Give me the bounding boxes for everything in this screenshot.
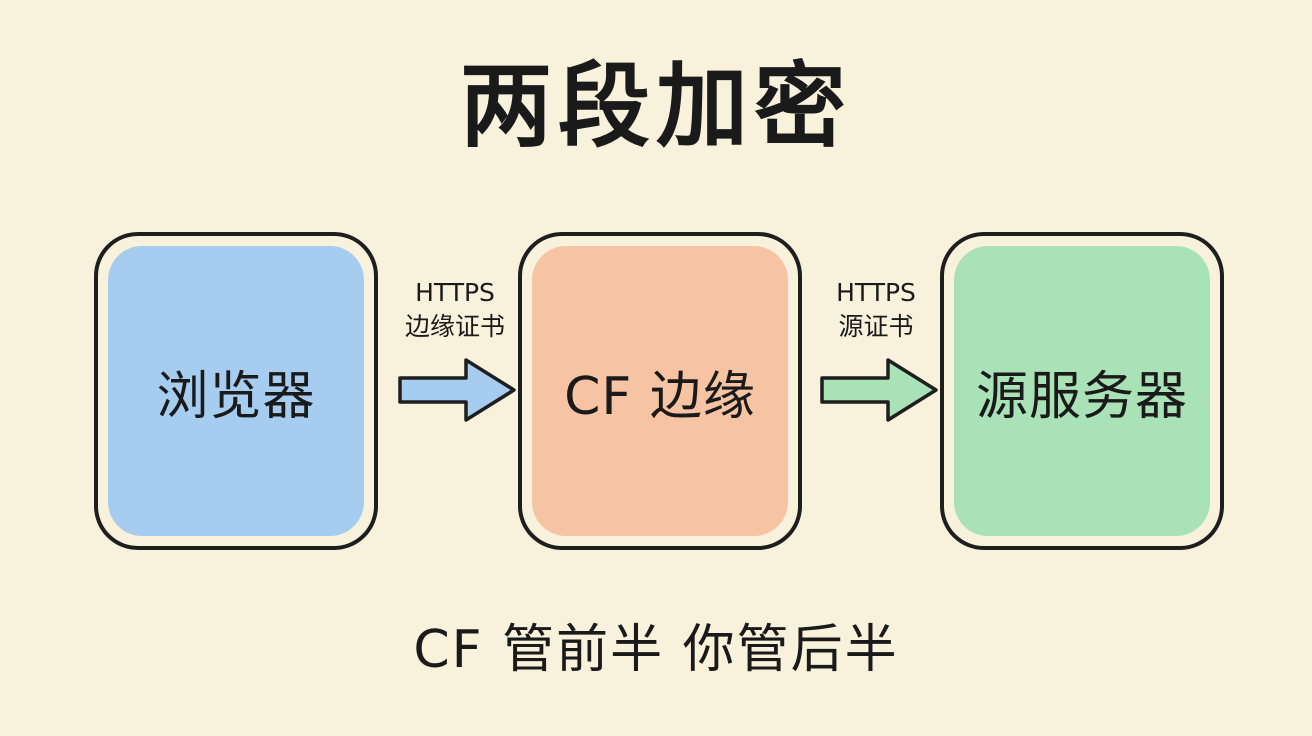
origin-server-node: 源服务器	[940, 232, 1224, 550]
right-arrow-icon	[820, 358, 938, 422]
arrow-1-shape	[398, 358, 516, 422]
right-arrow-icon	[398, 358, 516, 422]
browser-edge-connection-label: HTTPS 边缘证书	[385, 276, 525, 344]
browser-edge-protocol: HTTPS	[415, 278, 495, 307]
diagram-caption: CF 管前半 你管后半	[413, 620, 899, 680]
cf-edge-node: CF 边缘	[518, 232, 802, 550]
edge-origin-protocol: HTTPS	[836, 278, 916, 307]
diagram-title: 两段加密	[459, 53, 852, 160]
browser-node: 浏览器	[94, 232, 378, 550]
arrow-2-shape	[820, 358, 938, 422]
browser-node-label: 浏览器	[156, 366, 316, 427]
edge-origin-cert: 源证书	[838, 312, 914, 341]
origin-server-node-fill	[954, 246, 1210, 536]
cf-edge-node-label: CF 边缘	[564, 366, 756, 427]
origin-server-node-label: 源服务器	[975, 366, 1188, 427]
edge-origin-connection-label: HTTPS 源证书	[806, 276, 946, 344]
browser-edge-cert: 边缘证书	[404, 312, 505, 341]
cf-edge-node-fill	[532, 246, 788, 536]
browser-node-fill	[108, 246, 364, 536]
